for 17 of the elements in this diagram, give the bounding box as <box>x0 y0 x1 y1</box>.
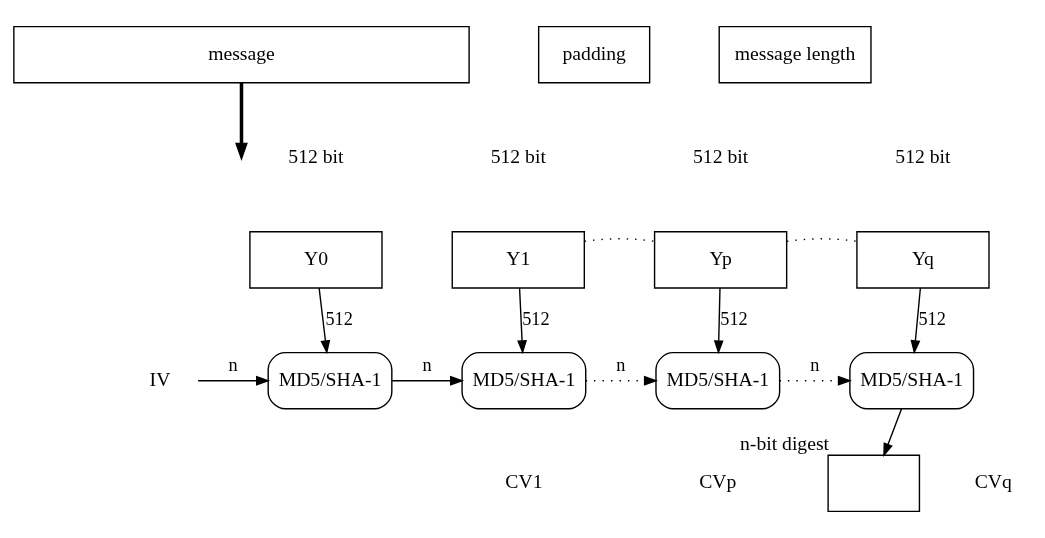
label: CV1 <box>505 470 543 493</box>
edge-label: 512 <box>720 309 748 330</box>
edge-label: n <box>810 355 820 376</box>
label: 512 bit <box>288 144 344 167</box>
edge-label: 512 <box>325 309 353 330</box>
label: CVp <box>699 470 737 493</box>
label: CVq <box>974 470 1012 493</box>
node-text: IV <box>149 367 171 390</box>
edge-label: n <box>228 355 238 376</box>
label: 512 bit <box>693 144 749 167</box>
label: 512 bit <box>490 144 546 167</box>
node-label: n-bit digest <box>740 431 830 454</box>
edge-label: n <box>616 355 626 376</box>
edge-label: n <box>422 355 432 376</box>
edge-label: 512 <box>522 309 550 330</box>
edge-label: 512 <box>918 309 946 330</box>
label: 512 bit <box>895 144 951 167</box>
